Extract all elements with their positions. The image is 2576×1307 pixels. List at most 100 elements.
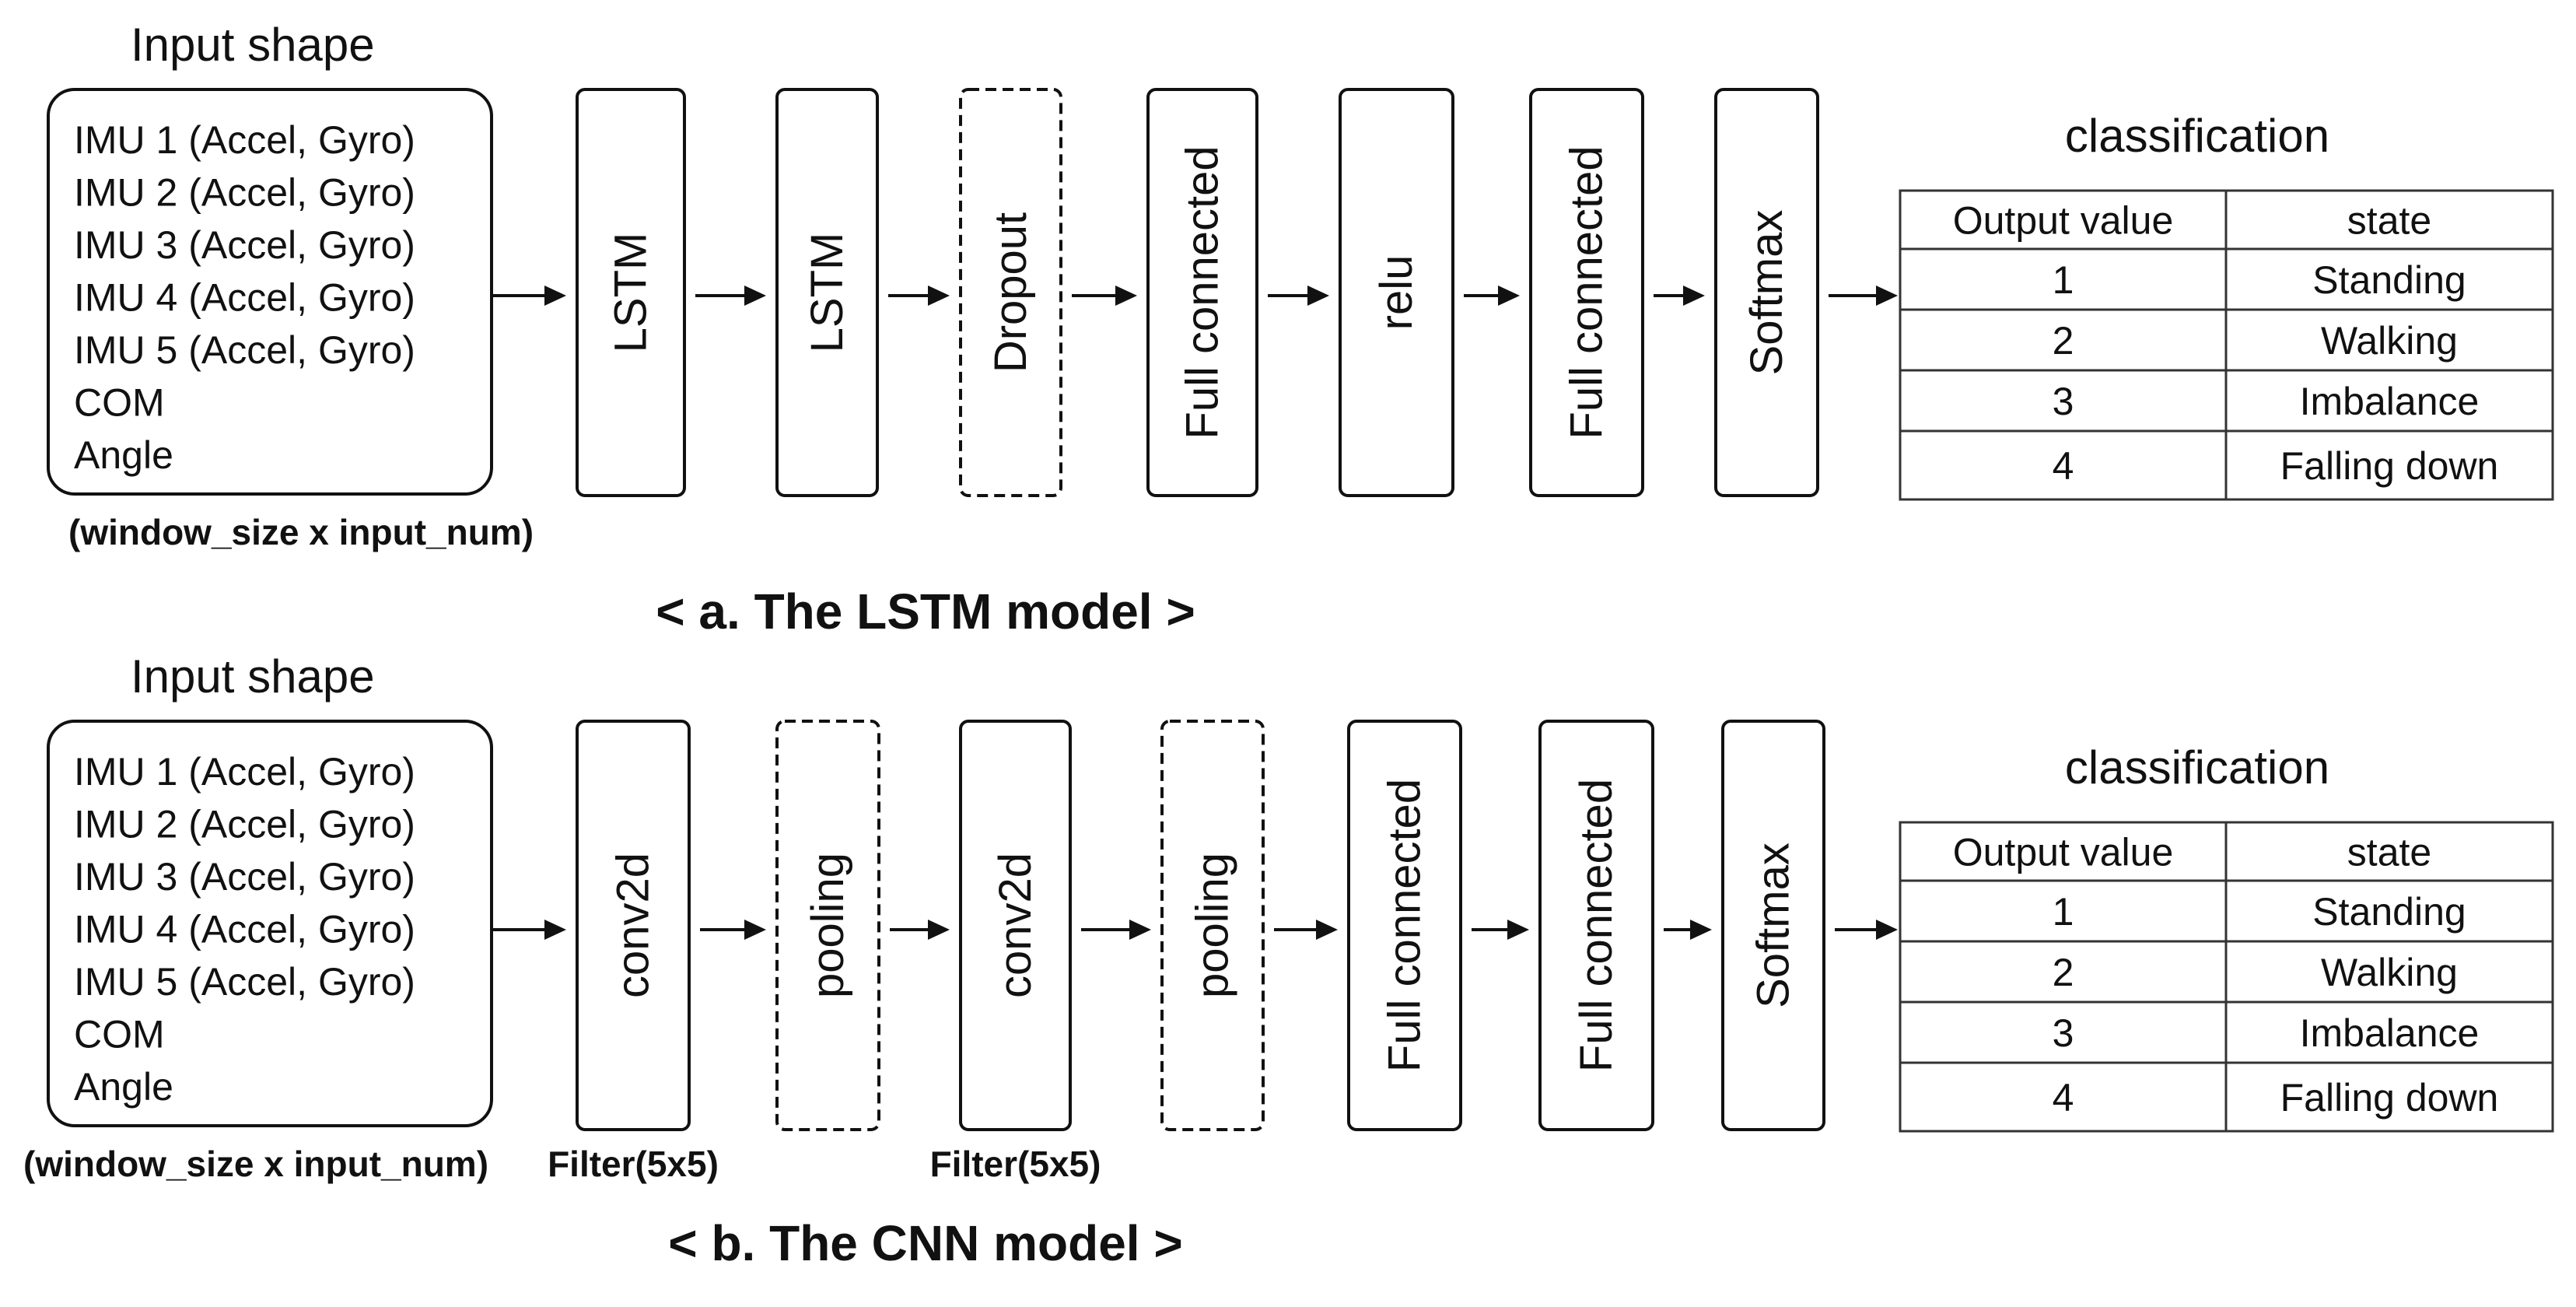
table-cell-state: Walking <box>2321 951 2458 994</box>
input-item: COM <box>74 381 165 425</box>
table-cell-output-value: 3 <box>2053 1011 2074 1055</box>
input-dimension-note: (window_size x input_num) <box>23 1144 488 1184</box>
layer-filter-note: Filter(5x5) <box>548 1144 719 1184</box>
layer-label: LSTM <box>606 233 656 353</box>
input-item: Angle <box>74 433 173 477</box>
layer-label: relu <box>1371 255 1422 331</box>
table-cell-output-value: 4 <box>2053 444 2074 488</box>
table-cell-output-value: 4 <box>2053 1076 2074 1120</box>
layer-label: Softmax <box>1741 210 1792 376</box>
arrow-head <box>1129 920 1151 940</box>
figure-caption: < b. The CNN model > <box>668 1215 1182 1271</box>
arrow-head <box>1876 920 1898 940</box>
input-shape-heading: Input shape <box>131 650 375 703</box>
layer-box-full-connected <box>1146 88 1258 497</box>
arrow-head <box>1316 920 1338 940</box>
input-item: IMU 1 (Accel, Gyro) <box>74 750 415 794</box>
layer-box-pooling <box>1160 720 1265 1131</box>
classification-heading: classification <box>2065 741 2329 794</box>
input-item: IMU 2 (Accel, Gyro) <box>74 171 415 215</box>
layer-label: Full connected <box>1178 145 1228 439</box>
input-item: COM <box>74 1013 165 1056</box>
input-item: IMU 3 (Accel, Gyro) <box>74 223 415 267</box>
table-cell-output-value: 1 <box>2053 890 2074 934</box>
layer-label: Softmax <box>1748 843 1799 1008</box>
table-cell-output-value: 2 <box>2053 319 2074 363</box>
arrow-head <box>1690 920 1712 940</box>
table-header-row: Output value state <box>1953 199 2431 243</box>
table-row: 2 Walking <box>2053 319 2458 363</box>
arrow-head <box>1115 286 1137 306</box>
layer-label: conv2d <box>990 853 1041 998</box>
input-dimension-note: (window_size x input_num) <box>68 512 534 552</box>
arrow-head <box>1683 286 1705 306</box>
arrow-head <box>928 920 950 940</box>
input-shape-heading: Input shape <box>131 19 375 71</box>
layer-label: Full connected <box>1571 779 1622 1072</box>
layer-label: Full connected <box>1380 779 1430 1072</box>
layer-box-softmax <box>1714 88 1819 497</box>
table-row: 3 Imbalance <box>2053 380 2480 423</box>
table-row: 4 Falling down <box>2053 444 2499 488</box>
layer-box-lstm <box>576 88 686 497</box>
input-item: IMU 3 (Accel, Gyro) <box>74 855 415 899</box>
table-cell-state: Standing <box>2312 890 2466 934</box>
layer-label: LSTM <box>802 233 852 353</box>
arrow-head <box>928 286 950 306</box>
input-shape-box <box>47 720 493 1127</box>
arrow-head <box>1876 286 1898 306</box>
layer-box-full-connected <box>1347 720 1462 1131</box>
table-row: 2 Walking <box>2053 951 2458 994</box>
layer-filter-note: Filter(5x5) <box>930 1144 1101 1184</box>
table-row: 4 Falling down <box>2053 1076 2499 1120</box>
table-cell-state: Walking <box>2321 319 2458 363</box>
input-item: IMU 1 (Accel, Gyro) <box>74 118 415 162</box>
input-item: IMU 4 (Accel, Gyro) <box>74 276 415 320</box>
table-cell-output-value: 2 <box>2053 951 2074 994</box>
layer-box-pooling <box>775 720 880 1131</box>
layer-box-softmax <box>1721 720 1825 1131</box>
table-cell-state: Imbalance <box>2300 1011 2480 1055</box>
layer-label: Dropout <box>985 212 1036 373</box>
figure-caption: < a. The LSTM model > <box>656 583 1195 639</box>
input-item: IMU 5 (Accel, Gyro) <box>74 960 415 1004</box>
table-cell-state: Falling down <box>2280 1076 2499 1120</box>
input-item: IMU 2 (Accel, Gyro) <box>74 803 415 846</box>
layer-box-full-connected <box>1529 88 1644 497</box>
layer-box-full-connected <box>1538 720 1654 1131</box>
table-header-cell: Output value <box>1953 199 2174 243</box>
table-cell-output-value: 3 <box>2053 380 2074 423</box>
layer-box-conv2d <box>959 720 1072 1131</box>
arrow-head <box>544 286 566 306</box>
table-cell-state: Falling down <box>2280 444 2499 488</box>
classification-heading: classification <box>2065 110 2329 162</box>
arrow-head <box>544 920 566 940</box>
layer-box-relu <box>1339 88 1454 497</box>
layer-label: conv2d <box>608 853 659 998</box>
table-header-cell: state <box>2347 831 2431 874</box>
table-cell-state: Imbalance <box>2300 380 2480 423</box>
layer-box-lstm <box>775 88 879 497</box>
arrow-head <box>744 920 766 940</box>
layer-label: pooling <box>1188 853 1238 998</box>
input-item: IMU 5 (Accel, Gyro) <box>74 328 415 372</box>
input-item: IMU 4 (Accel, Gyro) <box>74 908 415 951</box>
arrow-head <box>744 286 766 306</box>
table-cell-state: Standing <box>2312 258 2466 302</box>
input-shape-box <box>47 88 493 496</box>
input-item: Angle <box>74 1065 173 1109</box>
arrow-head <box>1498 286 1520 306</box>
layer-box-dropout <box>959 88 1062 497</box>
table-header-cell: state <box>2347 199 2431 243</box>
layer-label: Full connected <box>1562 145 1612 439</box>
table-row: 1 Standing <box>2053 890 2466 934</box>
arrow-head <box>1307 286 1329 306</box>
layer-box-conv2d <box>576 720 691 1131</box>
